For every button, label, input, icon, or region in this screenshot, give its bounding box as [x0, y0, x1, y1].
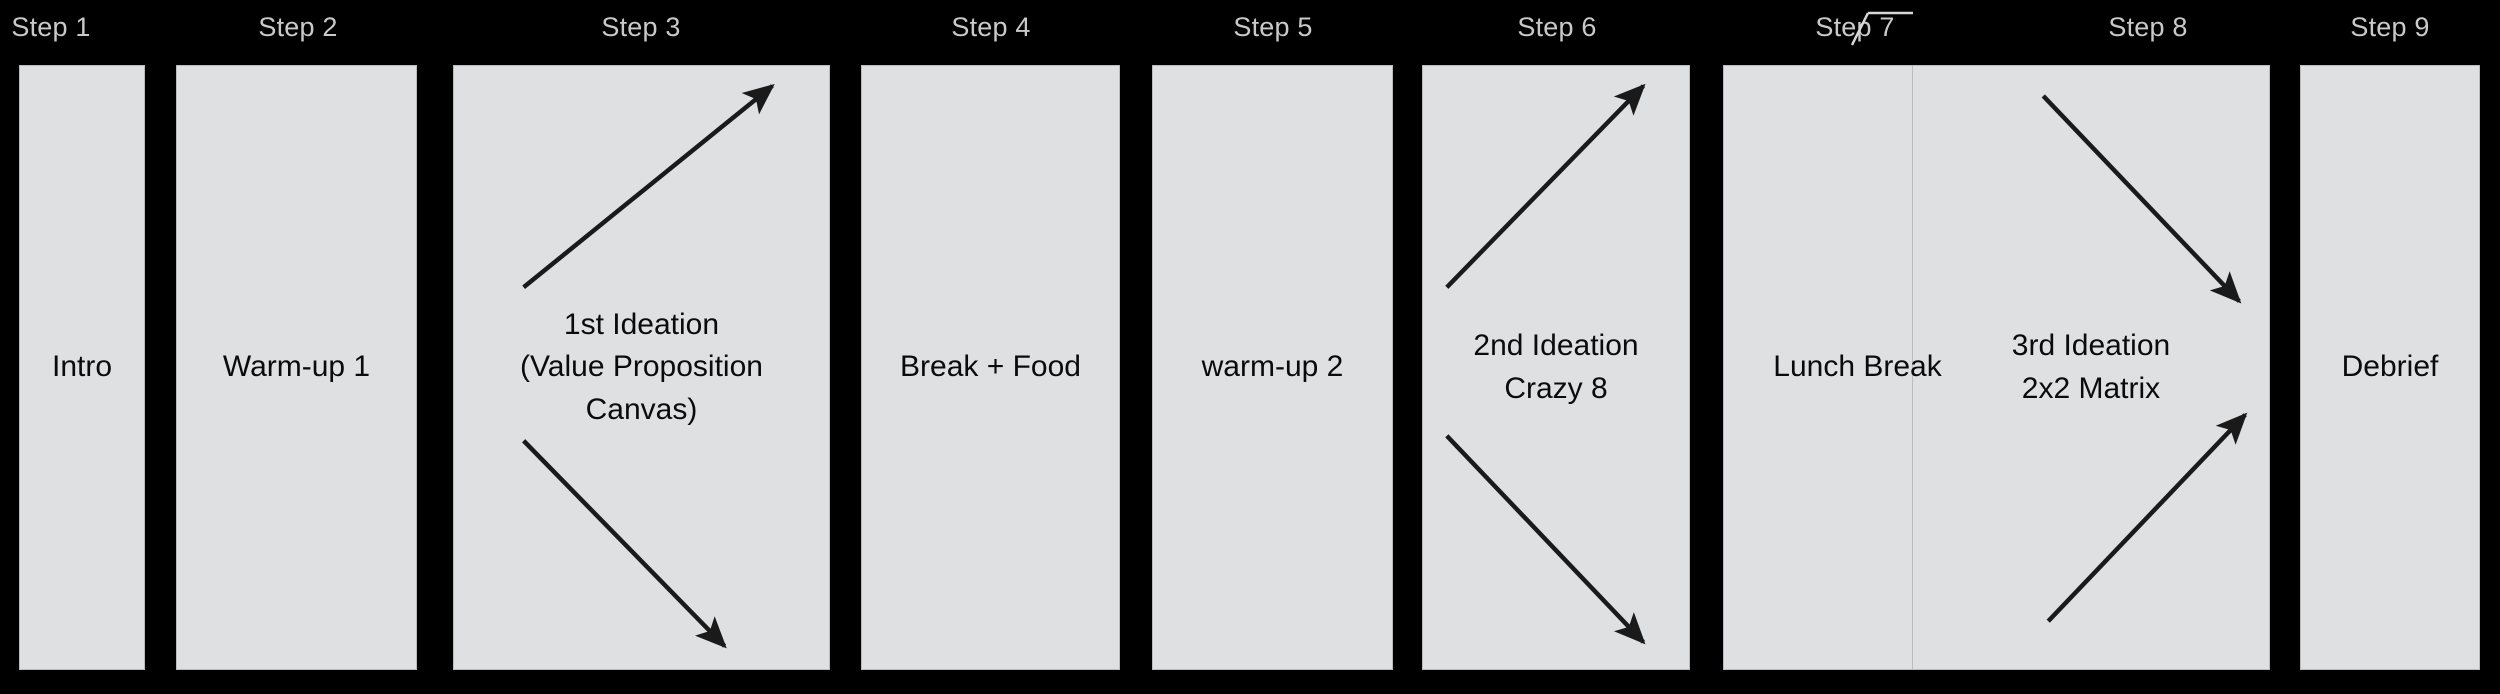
step-card-9-text: Debrief: [2341, 350, 2439, 384]
step-6-down-right-arrow-2: [1445, 434, 1646, 645]
step-card-7-text: Lunch Break: [1773, 350, 1942, 384]
step-label-7: Step 7: [1815, 12, 1895, 42]
step-8-down-right-arrow-1: [2041, 94, 2242, 304]
step-card-6[interactable]: 2nd Ideation Crazy 8: [1422, 65, 1690, 670]
step-card-2-text: Warm-up 1: [222, 350, 371, 384]
step-label-3: Step 3: [601, 12, 681, 42]
step-label-4: Step 4: [951, 12, 1031, 42]
step-card-5[interactable]: warm-up 2: [1152, 65, 1393, 670]
step-label-2: Step 2: [258, 12, 338, 42]
step-8-up-right-arrow-2: [2046, 412, 2248, 623]
step-card-8-text: 3rd Ideation 2x2 Matrix: [2011, 328, 2171, 405]
step-card-2[interactable]: Warm-up 1: [176, 65, 417, 670]
step-card-9[interactable]: Debrief: [2300, 65, 2480, 670]
step-card-1-text: Intro: [51, 350, 113, 384]
step-card-1[interactable]: Intro: [19, 65, 145, 670]
step-card-3-text: 1st Ideation (Value Proposition Canvas): [520, 307, 763, 426]
step-card-5-text: warm-up 2: [1201, 350, 1344, 384]
step-card-6-text: 2nd Ideation Crazy 8: [1473, 328, 1639, 405]
step-card-3[interactable]: 1st Ideation (Value Proposition Canvas): [453, 65, 830, 670]
step-3-down-right-arrow-2: [522, 439, 727, 649]
step-label-8: Step 8: [2108, 12, 2188, 42]
step-card-4-text: Break + Food: [900, 350, 1081, 384]
step-6-up-right-arrow-1: [1445, 83, 1646, 289]
step-label-1: Step 1: [11, 12, 91, 42]
step-card-4[interactable]: Break + Food: [861, 65, 1120, 670]
step-label-9: Step 9: [2350, 12, 2430, 42]
step-card-8[interactable]: 3rd Ideation 2x2 Matrix: [1912, 65, 2270, 670]
step-3-up-right-arrow-1: [522, 83, 775, 290]
step-label-6: Step 6: [1517, 12, 1597, 42]
step-label-5: Step 5: [1233, 12, 1313, 42]
